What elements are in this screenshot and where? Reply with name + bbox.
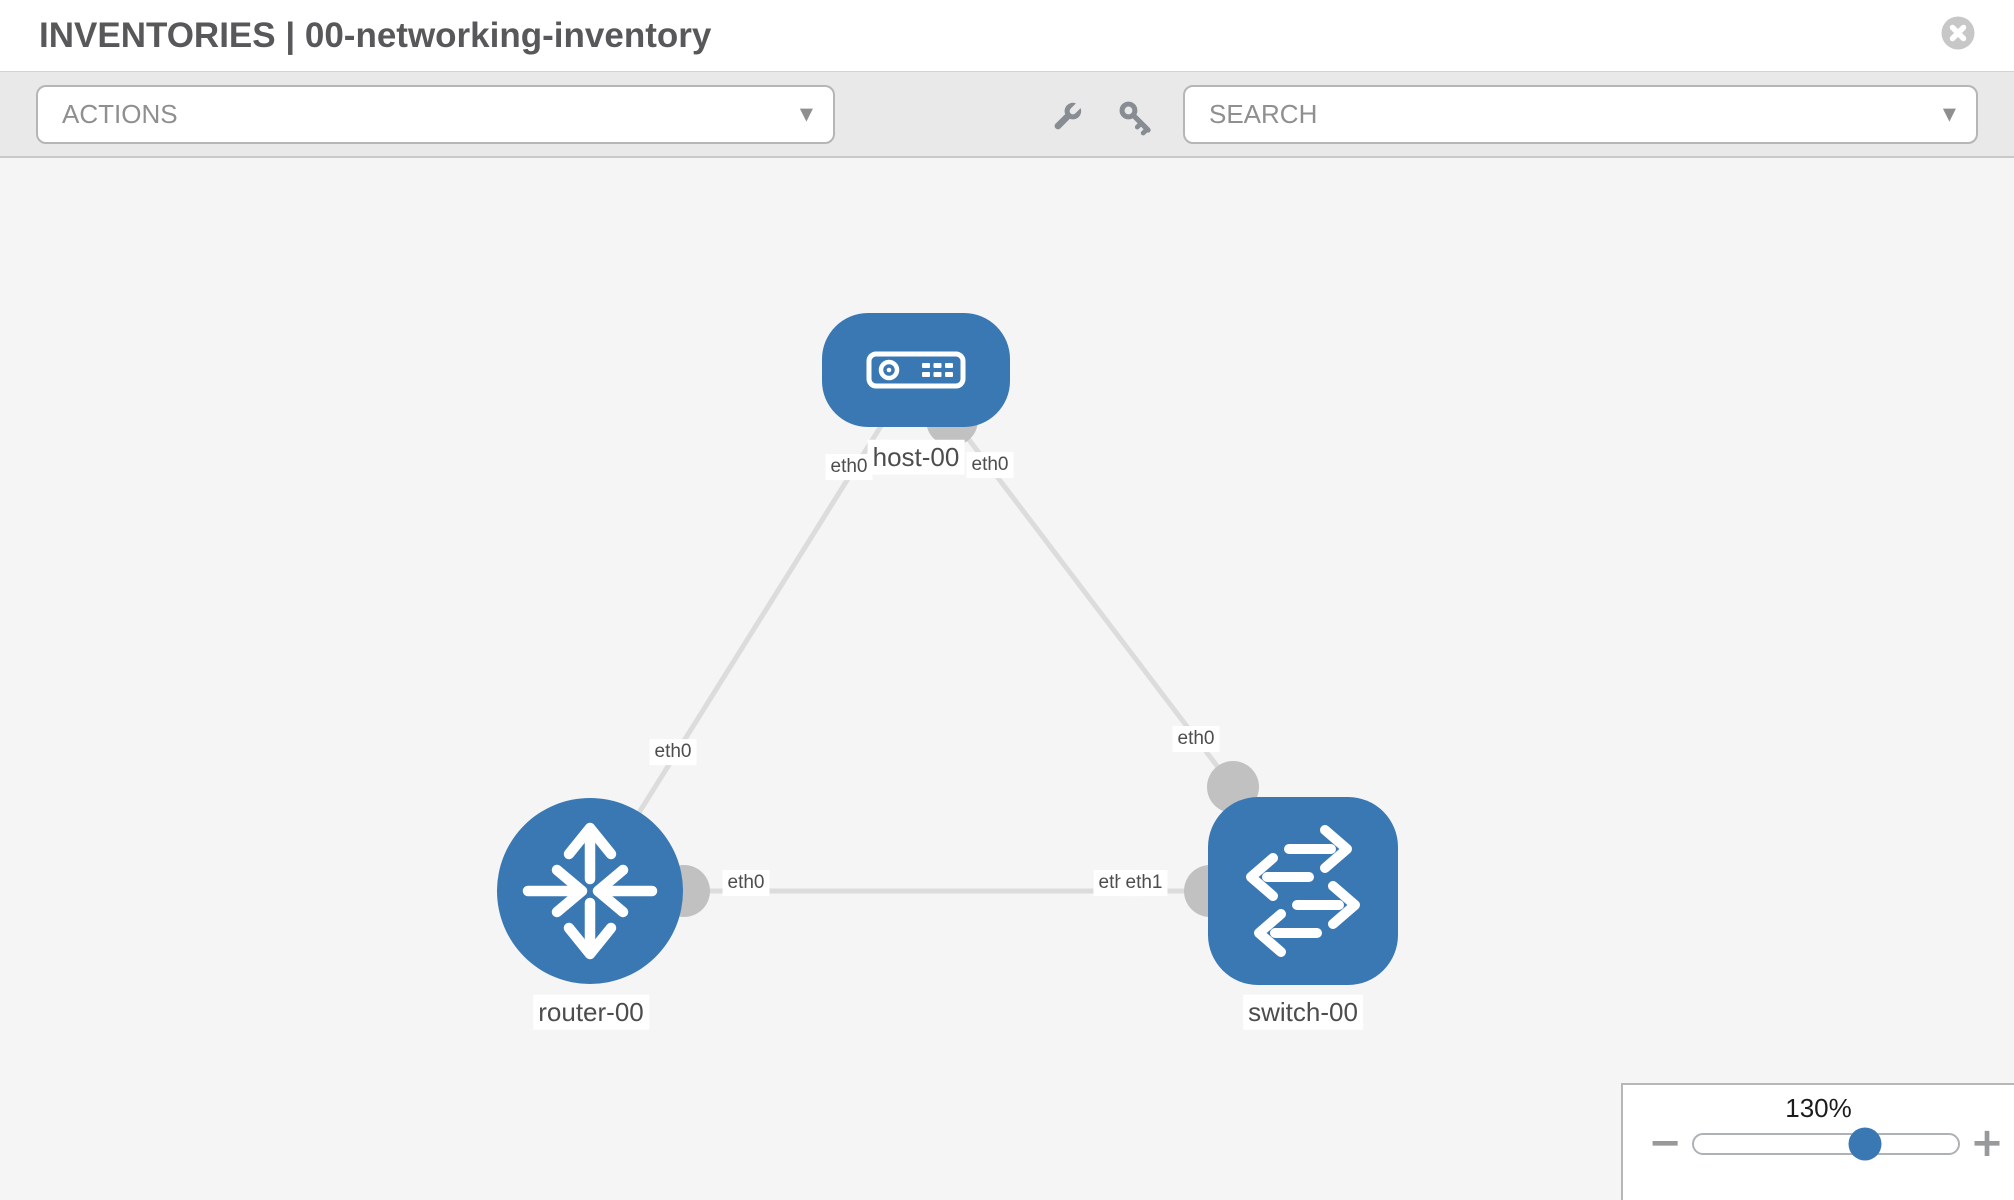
actions-dropdown-label: ACTIONS <box>62 99 178 129</box>
chevron-down-icon: ▼ <box>799 104 813 125</box>
search-dropdown[interactable]: SEARCH ▼ <box>1183 85 1978 144</box>
endpoint-layer <box>658 394 1259 917</box>
actions-dropdown[interactable]: ACTIONS ▼ <box>36 85 835 144</box>
header: INVENTORIES | 00-networking-inventory <box>0 0 2014 71</box>
node-host-00[interactable] <box>822 313 1010 427</box>
key-button[interactable] <box>1112 94 1158 140</box>
zoom-panel: 130% − + <box>1621 1083 2014 1200</box>
router-icon <box>522 822 658 960</box>
chevron-down-icon: ▼ <box>1942 104 1956 125</box>
zoom-slider-handle[interactable] <box>1848 1127 1882 1161</box>
toolbar: ACTIONS ▼ SEARCH ▼ <box>0 71 2014 158</box>
topology-canvas[interactable] <box>0 158 2014 1200</box>
key-icon <box>1119 101 1151 136</box>
node-router-00[interactable] <box>497 798 683 984</box>
close-button[interactable] <box>1941 16 1975 50</box>
server-icon <box>866 351 966 389</box>
wrench-icon <box>1054 101 1083 130</box>
search-dropdown-label: SEARCH <box>1209 99 1318 129</box>
zoom-slider-track[interactable] <box>1692 1127 1960 1161</box>
switch-icon <box>1246 825 1360 957</box>
link-layer <box>587 368 1303 894</box>
wrench-button[interactable] <box>1044 94 1090 140</box>
zoom-out-button[interactable]: − <box>1641 1119 1689 1167</box>
page-title: INVENTORIES | 00-networking-inventory <box>39 15 712 55</box>
node-switch-00[interactable] <box>1208 797 1398 985</box>
zoom-in-button[interactable]: + <box>1963 1119 2011 1167</box>
zoom-level: 130% <box>1785 1093 1852 1123</box>
close-icon <box>1941 16 1975 50</box>
